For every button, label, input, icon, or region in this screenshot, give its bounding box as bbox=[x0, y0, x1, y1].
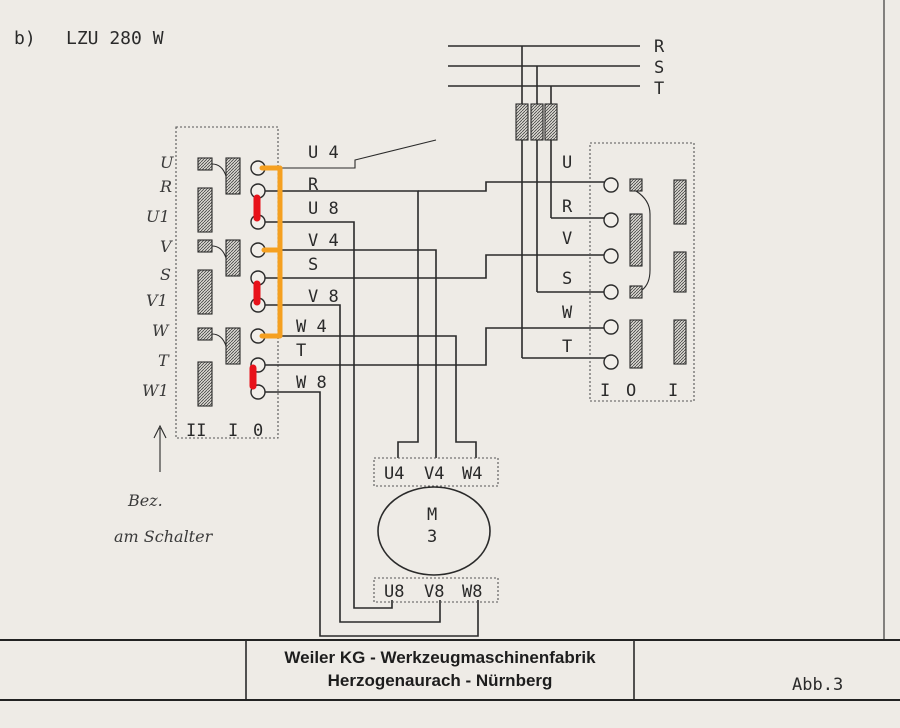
right-label-u: U bbox=[562, 153, 572, 173]
motor-bottom-terminal-box bbox=[373, 577, 499, 603]
term-label-w8: W 8 bbox=[296, 373, 327, 393]
right-label-s: S bbox=[562, 269, 572, 289]
left-pos-0: 0 bbox=[253, 421, 263, 441]
title-block: Weiler KG - Werkzeugmaschinenfabrik Herz… bbox=[0, 640, 900, 701]
term-label-u4: U 4 bbox=[308, 143, 339, 163]
orange-bridge bbox=[259, 165, 283, 339]
hand-label-s: S bbox=[160, 265, 171, 284]
handwritten-note: Bez. am Schalter bbox=[114, 424, 214, 546]
right-pos-o: O bbox=[626, 381, 636, 401]
motor-top-terminal-box bbox=[373, 457, 499, 487]
term-label-w4: W 4 bbox=[296, 317, 327, 337]
right-terminal-labels: U R V S W T bbox=[562, 153, 573, 357]
right-switch-housing bbox=[589, 142, 695, 402]
hand-label-u: U bbox=[160, 153, 174, 172]
term-label-s: S bbox=[308, 255, 318, 275]
right-label-v: V bbox=[562, 229, 572, 249]
section-label: b) bbox=[14, 28, 36, 49]
motor-terminal-u4: U4 bbox=[384, 464, 404, 484]
fuses bbox=[515, 46, 558, 358]
red-bridges bbox=[249, 194, 261, 390]
motor-symbol bbox=[377, 486, 491, 576]
term-label-v4: V 4 bbox=[308, 231, 339, 251]
right-label-t: T bbox=[562, 337, 572, 357]
right-switch: I O I bbox=[589, 142, 695, 402]
right-pos-i-left: I bbox=[600, 381, 610, 401]
motor-terminal-u8: U8 bbox=[384, 582, 404, 602]
company-location: Herzogenaurach - Nürnberg bbox=[328, 671, 553, 690]
hand-label-r: R bbox=[159, 177, 172, 196]
motor-terminal-v4: V4 bbox=[424, 464, 444, 484]
left-pos-i: I bbox=[228, 421, 238, 441]
company-name: Weiler KG - Werkzeugmaschinenfabrik bbox=[284, 648, 596, 667]
motor: U4 V4 W4 M 3 U8 V8 W8 bbox=[373, 457, 499, 603]
right-pos-i-right: I bbox=[668, 381, 678, 401]
supply-label-s: S bbox=[654, 58, 664, 78]
supply-lines: R S T bbox=[448, 37, 665, 99]
motor-label-m: M bbox=[427, 505, 437, 525]
hand-label-v: V bbox=[160, 237, 173, 256]
wires bbox=[265, 139, 606, 637]
motor-terminal-v8: V8 bbox=[424, 582, 444, 602]
left-terminal-labels: U 4 R U 8 V 4 S V 8 W 4 T W 8 bbox=[296, 143, 339, 393]
note-line1: Bez. bbox=[127, 491, 163, 510]
right-label-w: W bbox=[562, 303, 573, 323]
handwritten-terminal-labels: U R U1 V S V1 W T W1 bbox=[142, 153, 174, 400]
term-label-t: T bbox=[296, 341, 306, 361]
supply-label-t: T bbox=[654, 79, 664, 99]
hand-label-t: T bbox=[158, 351, 170, 370]
left-switch: II I 0 bbox=[175, 126, 279, 441]
note-line2: am Schalter bbox=[114, 527, 214, 546]
model-title: LZU 280 W bbox=[66, 28, 164, 49]
hand-label-v1: V1 bbox=[146, 291, 168, 310]
motor-label-3: 3 bbox=[427, 527, 437, 547]
hand-label-u1: U1 bbox=[146, 207, 170, 226]
hand-label-w1: W1 bbox=[142, 381, 169, 400]
hand-label-w: W bbox=[152, 321, 170, 340]
motor-terminal-w4: W4 bbox=[462, 464, 482, 484]
term-label-r: R bbox=[308, 175, 319, 195]
supply-label-r: R bbox=[654, 37, 665, 57]
figure-number: Abb.3 bbox=[792, 675, 843, 695]
term-label-v8: V 8 bbox=[308, 287, 339, 307]
term-label-u8: U 8 bbox=[308, 199, 339, 219]
right-label-r: R bbox=[562, 197, 573, 217]
motor-terminal-w8: W8 bbox=[462, 582, 482, 602]
left-pos-ii: II bbox=[186, 421, 206, 441]
